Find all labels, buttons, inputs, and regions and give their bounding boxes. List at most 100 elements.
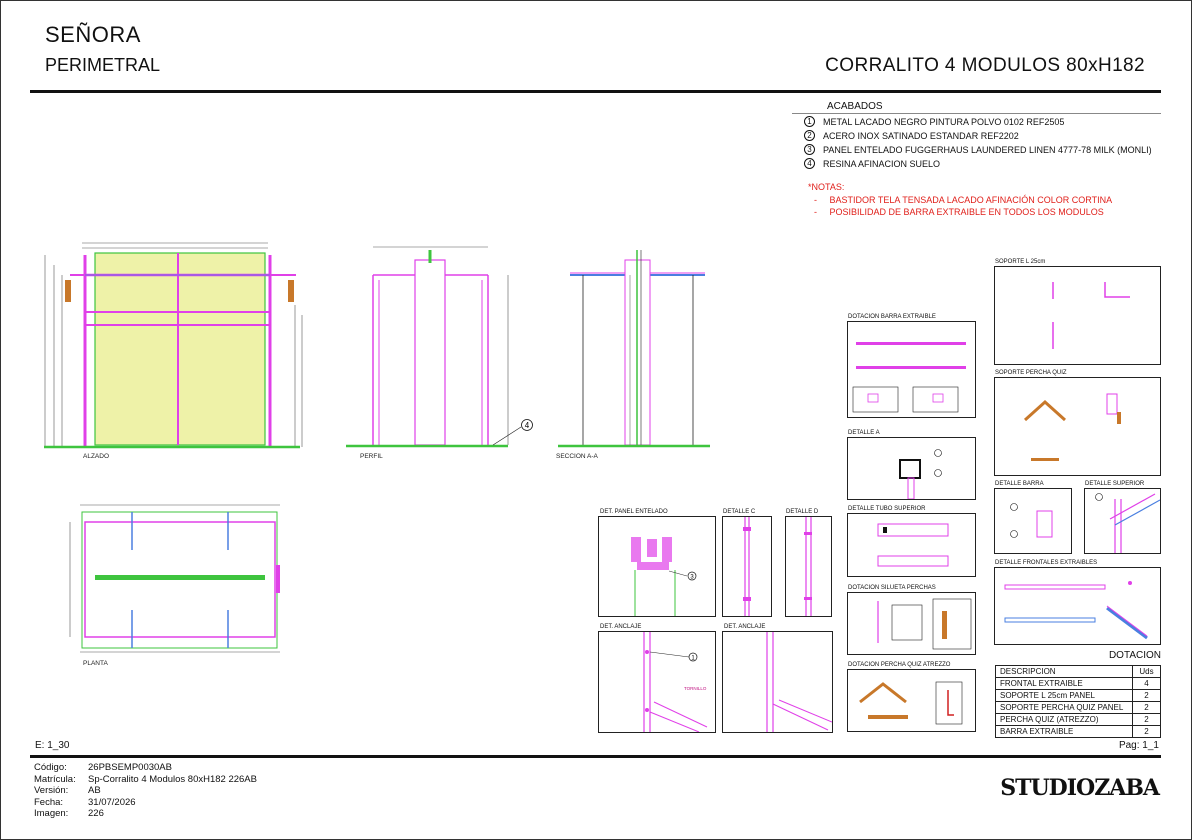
fecha-value: 31/07/2026 — [88, 796, 136, 808]
planta-caption: PLANTA — [83, 660, 108, 667]
seccion-drawing — [558, 250, 710, 448]
imagen-label: Imagen: — [34, 808, 69, 819]
dot-barra-box — [847, 321, 976, 418]
version-value: AB — [88, 785, 101, 796]
page-label: Pag: 1_1 — [1118, 740, 1159, 751]
silueta-title: DOTACION SILUETA PERCHAS — [848, 585, 936, 591]
notes-heading: *NOTAS: — [808, 182, 845, 192]
dotacion-heading: DOTACION — [1108, 650, 1161, 661]
finish-item: 3 PANEL ENTELADO FUGGERHAUS LAUNDERED LIN… — [804, 144, 1152, 155]
imagen-value: 226 — [88, 808, 104, 819]
row-uds: 2 — [1132, 689, 1161, 702]
frontales-svg — [1004, 581, 1148, 640]
row-uds: 4 — [1132, 677, 1161, 690]
footer-rule — [30, 755, 1161, 758]
table-row: SOPORTE L 25cm PANEL 2 — [995, 689, 1161, 702]
det-a-title: DETALLE A — [848, 430, 880, 436]
matricula-value: Sp-Corralito 4 Modulos 80xH182 226AB — [88, 773, 257, 785]
table-row: BARRA EXTRAIBLE 2 — [995, 725, 1161, 738]
perfil-drawing: 4 — [346, 246, 533, 448]
det-panel-title: DET. PANEL ENTELADO — [600, 509, 668, 515]
perfil-caption: PERFIL — [360, 453, 383, 460]
det-anclaje-2-box — [722, 631, 833, 733]
finish-item: 1 METAL LACADO NEGRO PINTURA POLVO 0102 R… — [804, 116, 1064, 127]
det-d-svg — [804, 517, 812, 616]
soporte-percha-box — [994, 377, 1161, 476]
det-superior-svg — [1095, 493, 1161, 553]
panel-callout: 3 — [690, 575, 694, 581]
dotacion-header-row: DESCRIPCION Uds — [995, 665, 1161, 678]
table-row: PERCHA QUIZ (ATREZZO) 2 — [995, 713, 1161, 726]
alzado-drawing — [44, 242, 303, 449]
det-anclaje-1-title: DET. ANCLAJE — [600, 624, 642, 630]
alzado-caption: ALZADO — [83, 453, 110, 460]
soporte-l-svg — [1052, 282, 1130, 349]
tubo-sup-svg — [877, 523, 949, 567]
meta-labels: Código: Matrícula: Versión: Fecha: Image… — [34, 762, 76, 820]
det-a-box — [847, 437, 976, 500]
det-d-title: DETALLE D — [786, 509, 819, 515]
det-c-svg — [743, 517, 751, 616]
det-c-title: DETALLE C — [723, 509, 756, 515]
header-rule — [30, 90, 1161, 93]
finishes-heading: ACABADOS — [827, 101, 883, 112]
finish-number: 1 — [804, 116, 815, 127]
note-text: POSIBILIDAD DE BARRA EXTRAIBLE EN TODOS … — [829, 207, 1104, 217]
finishes-rule — [792, 113, 1161, 114]
finish-text: ACERO INOX SATINADO ESTANDAR REF2202 — [823, 130, 1019, 141]
frontales-box — [994, 567, 1161, 645]
codigo-label: Código: — [34, 762, 67, 773]
version-label: Versión: — [34, 785, 69, 796]
row-desc: BARRA EXTRAIBLE — [995, 725, 1133, 738]
finish-number: 2 — [804, 130, 815, 141]
project-title: CORRALITO 4 MODULOS 80xH182 — [825, 55, 1145, 76]
tubo-sup-title: DETALLE TUBO SUPERIOR — [848, 506, 926, 512]
note-item: - BASTIDOR TELA TENSADA LACADO AFINACIÓN… — [814, 195, 1113, 205]
scale-label: E: 1_30 — [35, 740, 70, 751]
dot-barra-svg — [852, 342, 966, 413]
note-text: BASTIDOR TELA TENSADA LACADO AFINACIÓN C… — [829, 195, 1113, 205]
row-desc: PERCHA QUIZ (ATREZZO) — [995, 713, 1133, 726]
finish-number: 3 — [804, 144, 815, 155]
dotacion-table: DESCRIPCION Uds FRONTAL EXTRAIBLE 4 SOPO… — [995, 665, 1161, 738]
tubo-sup-box — [847, 513, 976, 577]
det-d-box — [785, 516, 832, 617]
anclaje-label: TORNILLO — [684, 686, 707, 691]
det-barra-title: DETALLE BARRA — [995, 481, 1044, 487]
planta-drawing — [69, 504, 280, 653]
row-uds: 2 — [1132, 725, 1161, 738]
det-anclaje-2-title: DET. ANCLAJE — [724, 624, 766, 630]
finish-item: 2 ACERO INOX SATINADO ESTANDAR REF2202 — [804, 130, 1019, 141]
matricula-label: Matrícula: — [34, 773, 76, 785]
perfil-callout: 4 — [525, 421, 530, 430]
anclaje-callout: 1 — [691, 656, 695, 662]
percha-atrezzo-box — [847, 669, 976, 732]
codigo-value: 26PBSEMP0030AB — [88, 762, 172, 773]
percha-atrezzo-svg — [859, 681, 963, 725]
seccion-caption: SECCION A-A — [556, 453, 598, 460]
row-uds: 2 — [1132, 713, 1161, 726]
det-panel-svg: 3 — [631, 537, 697, 616]
col-uds: Uds — [1132, 665, 1161, 678]
det-c-box — [722, 516, 772, 617]
det-panel-box: 3 — [598, 516, 716, 617]
table-row: SOPORTE PERCHA QUIZ PANEL 2 — [995, 701, 1161, 714]
table-row: FRONTAL EXTRAIBLE 4 — [995, 677, 1161, 690]
soporte-l-title: SOPORTE L 25cm — [995, 259, 1046, 265]
percha-atrezzo-title: DOTACION PERCHA QUIZ ATREZZO — [848, 662, 951, 668]
note-item: - POSIBILIDAD DE BARRA EXTRAIBLE EN TODO… — [814, 207, 1104, 217]
det-barra-box — [994, 488, 1072, 554]
silueta-svg — [877, 598, 972, 650]
det-anclaje-1-box: 1 TORNILLO — [598, 631, 716, 733]
meta-values: 26PBSEMP0030AB Sp-Corralito 4 Modulos 80… — [88, 762, 257, 820]
det-anclaje-1-svg: 1 TORNILLO — [643, 632, 708, 733]
dot-barra-title: DOTACION BARRA EXTRAIBLE — [848, 314, 936, 320]
frontales-title: DETALLE FRONTALES EXTRAIBLES — [995, 560, 1098, 566]
det-anclaje-2-svg — [766, 632, 833, 732]
finish-text: METAL LACADO NEGRO PINTURA POLVO 0102 RE… — [823, 116, 1065, 127]
det-barra-svg — [1010, 503, 1053, 538]
fecha-label: Fecha: — [34, 796, 64, 808]
finish-number: 4 — [804, 158, 815, 169]
finish-text: PANEL ENTELADO FUGGERHAUS LAUNDERED LINE… — [823, 144, 1152, 155]
brand-title: SEÑORA — [45, 22, 141, 47]
